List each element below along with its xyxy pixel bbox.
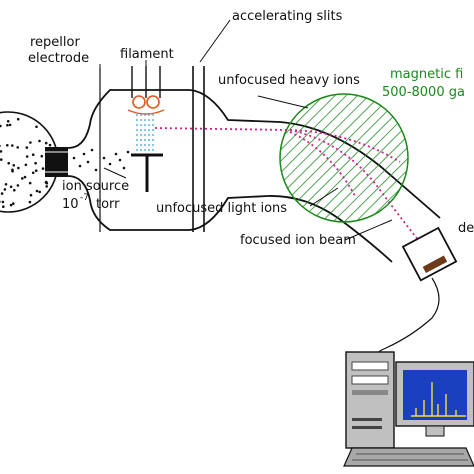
gas-molecule-dot <box>9 185 13 189</box>
gas-molecule-dot <box>2 205 5 208</box>
gas-molecule-dot <box>114 152 118 156</box>
label-pressure-exponent: -7 <box>80 193 89 203</box>
label-focused-ion-beam: focused ion beam <box>240 233 356 248</box>
gas-molecule-dot <box>16 146 20 149</box>
gas-molecule-dot <box>12 164 16 167</box>
gas-molecule-dot <box>1 200 5 204</box>
label-electrode: electrode <box>28 51 89 66</box>
gas-molecule-dot <box>0 158 3 161</box>
gas-molecule-dot <box>28 200 32 204</box>
gas-molecules <box>0 117 52 208</box>
gas-molecule-dot <box>38 190 41 194</box>
gas-molecule-dot <box>31 171 35 175</box>
gas-molecule-dot <box>38 139 41 143</box>
gas-molecule-dot <box>41 167 45 170</box>
gas-molecule-dot <box>31 153 35 156</box>
label-accelerating-slits: accelerating slits <box>232 9 343 24</box>
gas-molecule-dot <box>3 188 7 191</box>
gas-molecule-dot <box>90 148 94 152</box>
detector <box>401 226 458 282</box>
gas-molecule-dot <box>28 181 32 185</box>
gas-molecule-dot <box>72 156 76 160</box>
gas-molecule-dot <box>11 144 14 147</box>
gas-molecule-dot <box>118 158 122 162</box>
computer-tower <box>345 351 395 449</box>
gas-molecule-dot <box>6 120 10 123</box>
gas-molecule-dot <box>12 202 15 205</box>
gas-molecule-dot <box>16 184 20 187</box>
gas-molecule-dot <box>0 192 4 195</box>
gas-molecule-dot <box>35 189 39 193</box>
accelerating-slits <box>192 66 205 232</box>
signal-cable <box>369 277 440 363</box>
gas-molecule-dot <box>6 144 9 147</box>
gas-molecule-dot <box>8 123 12 127</box>
label-magnetic-field: magnetic fi <box>390 67 463 82</box>
label-repellor: repellor <box>30 35 80 50</box>
label-filament: filament <box>120 47 174 62</box>
gas-molecule-dot <box>94 168 98 172</box>
label-detector: de <box>458 221 474 236</box>
gas-molecule-dot <box>78 164 82 168</box>
gas-molecule-dot <box>6 123 9 127</box>
filament <box>127 66 165 115</box>
leader-lines <box>99 19 393 241</box>
gas-molecule-dot <box>23 175 27 179</box>
gas-molecule-dot <box>102 156 106 160</box>
mass-spectrum-display <box>411 382 466 417</box>
label-pressure-base: 10 <box>62 197 79 212</box>
focused-ion-beam <box>154 127 429 253</box>
gas-molecule-dot <box>29 193 33 197</box>
gas-molecule-dot <box>25 155 29 158</box>
gas-molecule-dot <box>25 146 29 149</box>
gas-molecule-dot <box>44 180 48 184</box>
gas-molecule-dot <box>86 160 90 164</box>
gas-molecule-dot <box>108 162 112 166</box>
inlet-valve <box>45 147 68 177</box>
gas-molecule-dot <box>24 163 28 167</box>
gas-molecule-dot <box>0 150 3 153</box>
gas-molecule-dot <box>0 144 1 148</box>
gas-molecule-dot <box>48 143 52 147</box>
gas-molecule-dot <box>13 188 16 192</box>
magnetic-field-region <box>279 93 409 223</box>
gas-molecule-dot <box>7 161 10 165</box>
gas-molecule-dot <box>82 152 86 156</box>
label-field-strength: 500-8000 ga <box>382 85 465 100</box>
gas-molecule-dot <box>0 124 2 128</box>
computer-monitor <box>395 361 474 437</box>
label-ion-source: ion source <box>62 179 129 194</box>
gas-molecule-dot <box>11 168 14 172</box>
electron-beam <box>136 114 154 152</box>
gas-molecule-dot <box>29 141 32 144</box>
gas-molecule-dot <box>122 166 126 170</box>
keyboard <box>343 447 474 467</box>
ion-beams <box>154 127 429 253</box>
gas-molecule-dot <box>9 203 13 207</box>
label-unfocused-heavy-ions: unfocused heavy ions <box>218 73 360 88</box>
gas-reservoir-bulb <box>0 111 59 213</box>
gas-molecule-dot <box>44 141 48 145</box>
gas-molecule-dot <box>45 185 48 188</box>
gas-molecule-dot <box>21 177 24 180</box>
gas-molecule-dot <box>16 117 20 121</box>
gas-molecule-dot <box>4 183 8 186</box>
ionization-region-particles <box>72 148 130 172</box>
gas-molecule-dot <box>17 166 20 170</box>
label-unfocused-light-ions: unfocused light ions <box>156 201 287 216</box>
label-pressure-unit: torr <box>96 197 120 212</box>
electron-collector <box>131 153 163 192</box>
gas-molecule-dot <box>126 150 130 154</box>
gas-molecule-dot <box>34 169 38 172</box>
gas-molecule-dot <box>35 125 38 129</box>
gas-molecule-dot <box>40 154 44 158</box>
gas-molecule-dot <box>34 161 37 165</box>
